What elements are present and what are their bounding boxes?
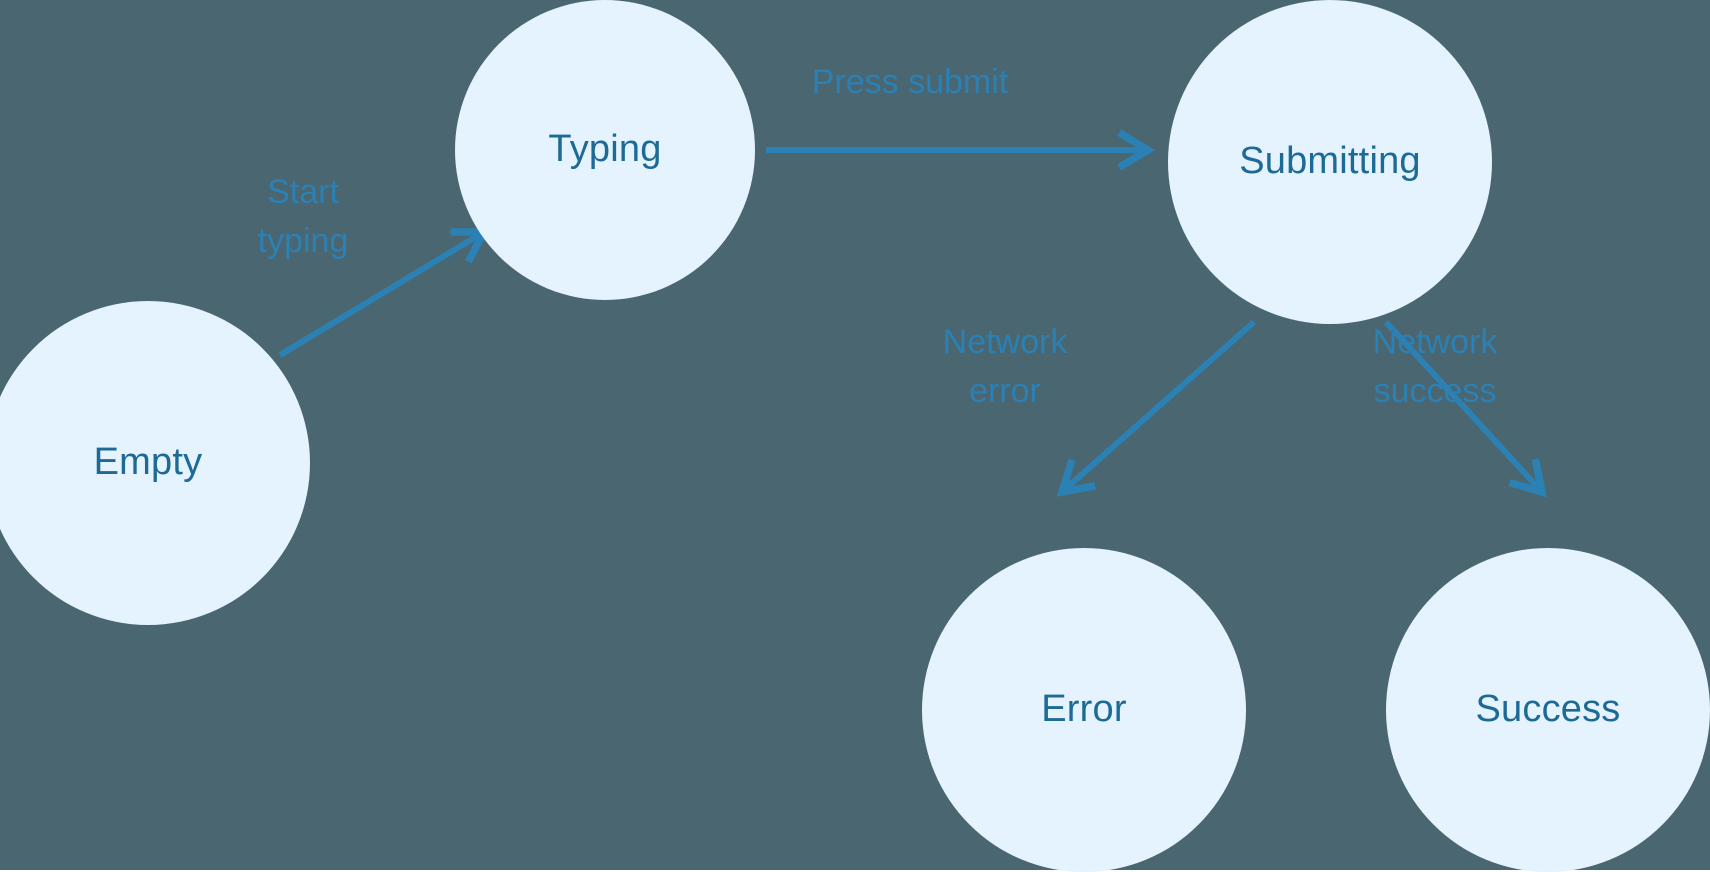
state-node-error-label: Error	[1041, 688, 1127, 731]
state-node-empty[interactable]: Empty	[0, 301, 310, 625]
state-node-error[interactable]: Error	[922, 548, 1246, 872]
edge-label-start-typing: Start typing	[257, 173, 349, 261]
edge-label-network-error: Network error	[942, 323, 1068, 411]
state-node-typing[interactable]: Typing	[455, 0, 755, 300]
edges-group	[278, 129, 1547, 498]
state-node-typing-label: Typing	[548, 128, 662, 171]
edge-label-press-submit: Press submit	[811, 63, 1009, 101]
edge-submitting-to-error	[1056, 319, 1256, 497]
state-node-submitting-label: Submitting	[1239, 140, 1421, 183]
state-node-success-label: Success	[1475, 688, 1621, 731]
edge-label-network-success: Network success	[1372, 323, 1498, 411]
state-node-success[interactable]: Success	[1386, 548, 1710, 872]
edge-submitting-to-success	[1383, 319, 1547, 498]
state-node-empty-label: Empty	[93, 441, 203, 484]
edge-empty-to-typing	[278, 228, 491, 358]
state-node-submitting[interactable]: Submitting	[1168, 0, 1492, 324]
